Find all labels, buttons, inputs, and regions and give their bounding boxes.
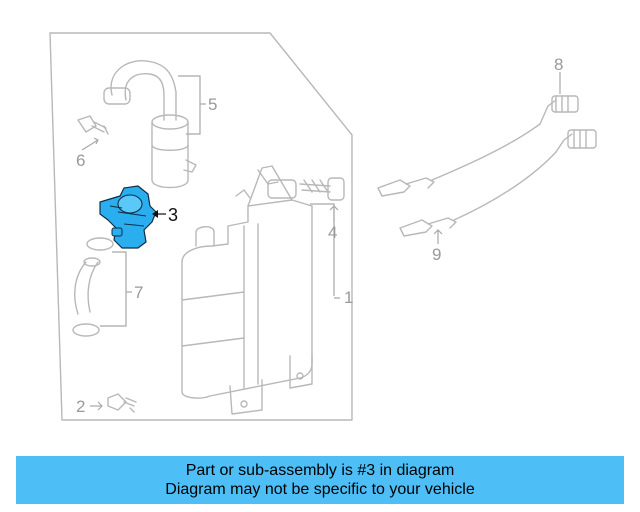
part-7-hose bbox=[72, 237, 132, 337]
part-1-canister bbox=[181, 165, 340, 415]
callout-5: 5 bbox=[208, 95, 217, 114]
parts-diagram: 1 2 3 4 5 6 7 8 9 bbox=[49, 32, 597, 421]
part-2-bolt bbox=[90, 393, 137, 413]
callout-7: 7 bbox=[134, 283, 143, 302]
callout-6: 6 bbox=[76, 151, 85, 170]
callout-9: 9 bbox=[432, 245, 441, 264]
callout-4: 4 bbox=[328, 223, 337, 242]
banner-line-part: Part or sub-assembly is #3 in diagram bbox=[185, 462, 455, 479]
part-9-oxygen-sensor bbox=[399, 129, 597, 244]
part-4-bolt bbox=[299, 177, 345, 222]
part-6-bolt bbox=[77, 115, 109, 151]
part-5-hose-filter bbox=[103, 60, 206, 189]
part-8-oxygen-sensor bbox=[377, 72, 579, 197]
callout-8: 8 bbox=[554, 55, 563, 74]
assembly-outline bbox=[49, 32, 353, 421]
part-3-purge-valve bbox=[99, 185, 166, 249]
callout-3[interactable]: 3 bbox=[168, 205, 178, 225]
banner-line-disclaimer: Diagram may not be specific to your vehi… bbox=[165, 481, 475, 498]
info-banner: Part or sub-assembly is #3 in diagram Di… bbox=[16, 456, 624, 504]
callout-1: 1 bbox=[344, 288, 353, 307]
callout-2: 2 bbox=[76, 397, 85, 416]
